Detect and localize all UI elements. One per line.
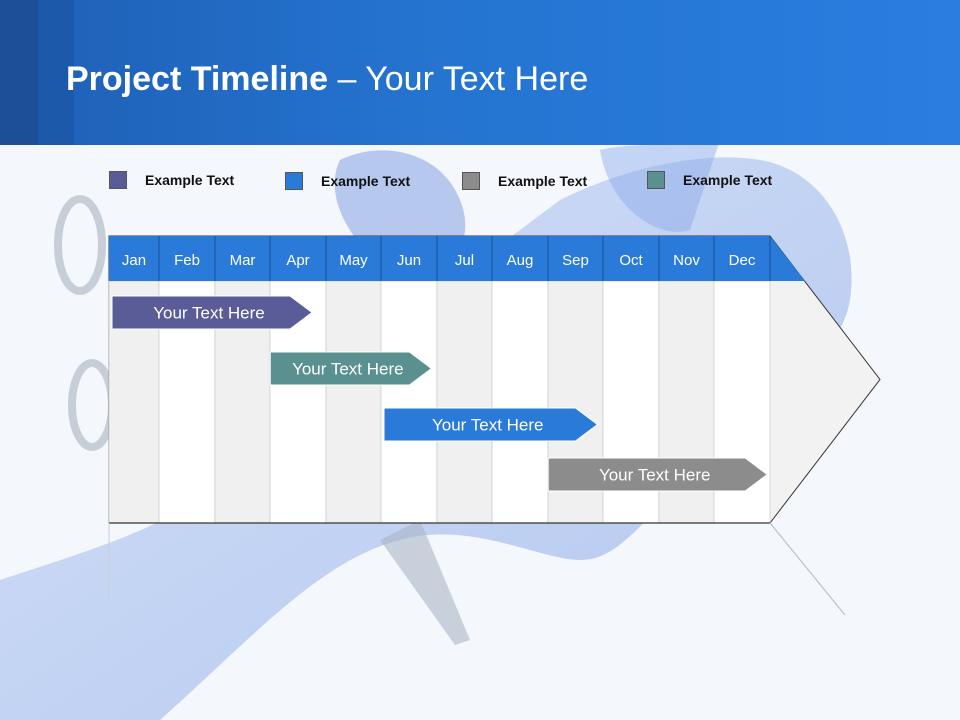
- legend-swatch: [109, 171, 127, 189]
- page-title: Project Timeline – Your Text Here: [66, 60, 588, 99]
- month-label: Mar: [230, 252, 256, 269]
- legend-item: Example Text: [647, 171, 772, 189]
- legend-label: Example Text: [683, 172, 773, 188]
- title-rest: – Your Text Here: [328, 60, 589, 98]
- month-label: Aug: [507, 252, 534, 269]
- legend-item: Example Text: [285, 172, 410, 190]
- month-label: Jan: [122, 252, 146, 269]
- legend-swatch: [462, 172, 480, 190]
- legend-item: Example Text: [462, 172, 587, 190]
- task-label: Your Text Here: [292, 360, 404, 379]
- header-stripe: [38, 0, 74, 145]
- month-label: Sep: [562, 252, 589, 269]
- task-label: Your Text Here: [599, 466, 711, 485]
- legend-swatch: [285, 172, 303, 190]
- task-bar: [111, 295, 313, 330]
- month-label: Oct: [619, 252, 643, 269]
- legend-item: Example Text: [109, 171, 234, 189]
- month-header-band: [109, 236, 805, 281]
- legend-label: Example Text: [498, 173, 588, 189]
- month-label: Apr: [286, 252, 309, 269]
- header-stripe: [0, 0, 38, 145]
- month-label: Dec: [729, 252, 756, 269]
- month-label: Feb: [174, 252, 200, 269]
- task-bar: [547, 457, 769, 492]
- task-bar: [269, 351, 433, 386]
- month-label: Jul: [455, 252, 474, 269]
- reflection-line: [769, 522, 846, 616]
- task-bar: [383, 407, 599, 442]
- month-column: [436, 280, 493, 524]
- month-label: May: [339, 252, 368, 269]
- month-label: Jun: [397, 252, 421, 269]
- month-label: Nov: [673, 252, 700, 269]
- month-column: [491, 280, 549, 524]
- task-label: Your Text Here: [153, 304, 265, 323]
- legend-swatch: [647, 171, 665, 189]
- header-band: Project Timeline – Your Text Here: [0, 0, 960, 145]
- month-column: [380, 280, 438, 524]
- legend-label: Example Text: [321, 173, 411, 189]
- task-label: Your Text Here: [432, 416, 544, 435]
- month-column: [325, 280, 382, 524]
- title-bold: Project Timeline: [66, 60, 329, 98]
- legend-label: Example Text: [145, 172, 235, 188]
